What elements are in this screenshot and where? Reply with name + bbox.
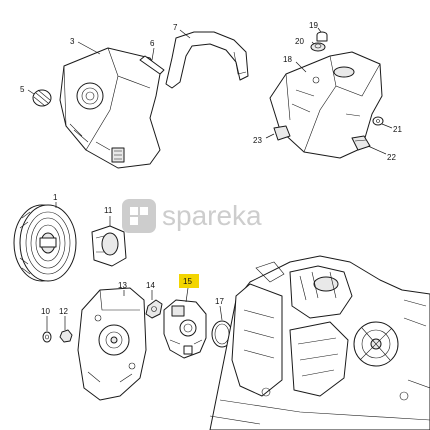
part-11-filter-housing[interactable]: [91, 225, 127, 267]
part-7-bracket[interactable]: [165, 31, 249, 89]
part-14-gasket[interactable]: [145, 299, 163, 319]
part-5-knob[interactable]: [32, 89, 52, 107]
watermark: spareka: [122, 199, 262, 233]
watermark-text: spareka: [162, 200, 262, 231]
part-10-washer[interactable]: [42, 331, 52, 343]
callout-13[interactable]: 13: [118, 281, 127, 290]
part-18-top-cover[interactable]: [269, 51, 383, 159]
watermark-logo-icon: [122, 199, 156, 233]
part-15-carburetor[interactable]: [163, 299, 207, 359]
callout-15[interactable]: 15: [183, 277, 192, 286]
callout-20[interactable]: 20: [295, 37, 304, 46]
callout-21[interactable]: 21: [393, 125, 402, 134]
callout-7[interactable]: 7: [173, 23, 178, 32]
part-21-pin[interactable]: [372, 116, 384, 126]
part-20-grommet[interactable]: [310, 42, 326, 52]
callout-14[interactable]: 14: [146, 281, 155, 290]
callout-12[interactable]: 12: [59, 307, 68, 316]
callout-5[interactable]: 5: [20, 85, 25, 94]
part-19-screw[interactable]: [316, 31, 328, 42]
callout-22[interactable]: 22: [387, 153, 396, 162]
part-22-clip[interactable]: [351, 135, 371, 151]
part-1-air-filter[interactable]: [13, 204, 77, 282]
part-23-plug[interactable]: [273, 125, 291, 141]
callout-3[interactable]: 3: [70, 37, 75, 46]
callout-1[interactable]: 1: [53, 193, 58, 202]
part-13-base-plate[interactable]: [77, 287, 147, 401]
part-6-strip[interactable]: [139, 55, 165, 75]
callout-18[interactable]: 18: [283, 55, 292, 64]
callout-11[interactable]: 11: [104, 206, 113, 215]
callout-17[interactable]: 17: [215, 297, 224, 306]
callout-23[interactable]: 23: [253, 136, 262, 145]
callout-19[interactable]: 19: [309, 21, 318, 30]
callout-6[interactable]: 6: [150, 39, 155, 48]
chainsaw-body: [209, 255, 430, 430]
callout-labels: 3 6 7 5 19 20 18 21 22 23 1 11 13 14 15 …: [20, 21, 402, 316]
callout-15-highlight: [179, 274, 199, 288]
part-3-shroud-cover[interactable]: [59, 47, 161, 169]
leader-lines: [27, 27, 393, 331]
part-12-nut[interactable]: [59, 329, 73, 343]
callout-10[interactable]: 10: [41, 307, 50, 316]
